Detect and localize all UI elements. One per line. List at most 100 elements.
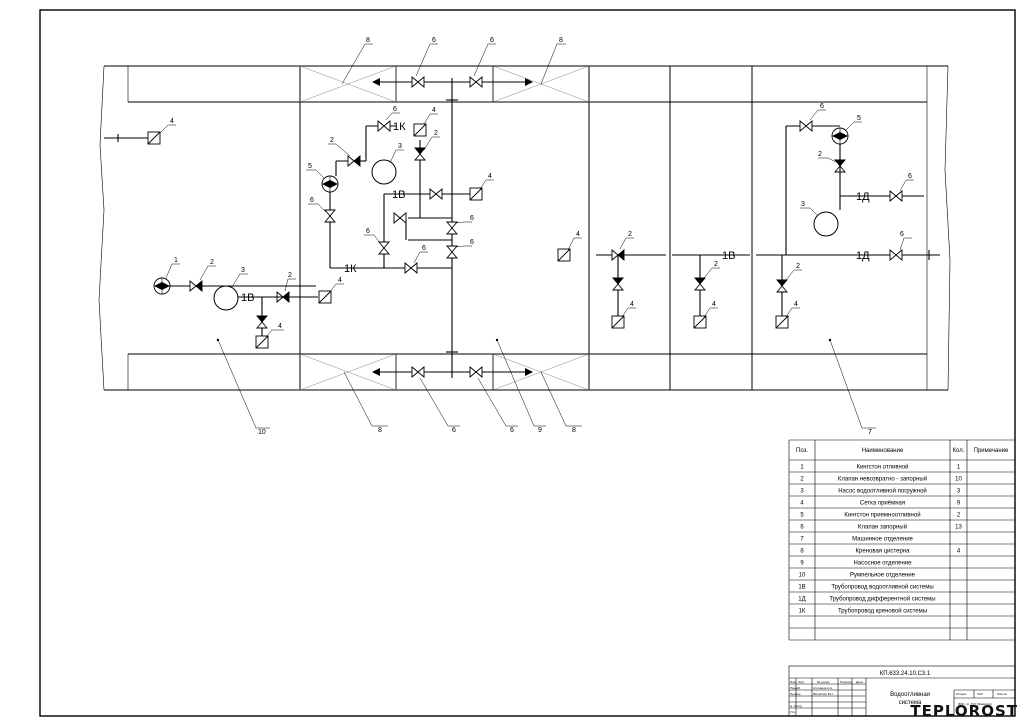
spec-cell: 6 (800, 525, 804, 531)
spec-cell: Клапан запорный (858, 524, 907, 531)
spec-cell: 1 (957, 465, 961, 471)
spec-cell: Сетка приёмная (860, 501, 905, 507)
callout-number: 6 (366, 228, 370, 235)
title-role: Провер. (790, 692, 801, 696)
spec-cell: 10 (955, 477, 962, 483)
callout-number: 8 (559, 37, 563, 44)
middle-room-piping (557, 248, 750, 329)
heel-tanks (299, 65, 590, 391)
callout-number: 6 (452, 427, 456, 434)
spec-cell: Креновая цистерна (856, 549, 911, 555)
spec-cell: 8 (800, 549, 804, 555)
spec-header-cell: Поз. (796, 448, 808, 454)
spec-cell: Кингстон приемноотливной (844, 512, 920, 519)
callout-number: 5 (308, 163, 312, 170)
callout-number: 3 (241, 267, 245, 274)
spec-cell: 13 (955, 525, 962, 531)
callout-number: 8 (572, 427, 576, 434)
title-name: Филиппов В.Н. (813, 692, 834, 696)
callout-number: 6 (470, 239, 474, 246)
organization: ФИС, гр. ГСУ (Фамилия) (958, 702, 992, 706)
stern-room-piping (104, 131, 332, 349)
callout-number: 2 (210, 259, 214, 266)
pipe-label: 1В (392, 189, 405, 201)
spec-cell: Трубопровод креновой системы (838, 608, 927, 615)
callout-number: 6 (422, 245, 426, 252)
spec-cell: 9 (800, 561, 804, 567)
callout-number: 6 (900, 231, 904, 238)
callout-number: 2 (628, 231, 632, 238)
pipe-label: 1Д (856, 250, 870, 262)
sheet-label: Лист (977, 692, 984, 696)
doc-code: КП.633.24.10.С3.1 (880, 671, 931, 677)
spec-cell: 10 (799, 573, 806, 579)
callout-number: 1 (174, 257, 178, 264)
title-header-cell: Изм (790, 680, 796, 684)
callout-number: 9 (538, 427, 542, 434)
spec-cell: Машинное отделение (852, 537, 913, 543)
spec-cell: Трубопровод дифферентной системы (829, 596, 935, 603)
spec-cell: 2 (957, 513, 961, 519)
title-role: Разраб. (790, 686, 801, 690)
stage-label: Литера (956, 692, 966, 696)
callout-number: 4 (576, 231, 580, 238)
callout-number: 4 (170, 118, 174, 125)
spec-cell: 4 (957, 549, 961, 555)
callout-number: 4 (338, 277, 342, 284)
callout-number: 6 (490, 37, 494, 44)
callout-number: 2 (818, 151, 822, 158)
callout-number: 6 (432, 37, 436, 44)
spec-cell: 2 (800, 477, 804, 483)
spec-cell: Румпельное отделение (850, 573, 916, 579)
callout-number: 8 (366, 37, 370, 44)
pipe-label: 1В (241, 292, 254, 304)
callout-number: 4 (488, 173, 492, 180)
pipe-label: 1К (393, 121, 406, 133)
callout-number: 6 (393, 106, 397, 113)
title-header-cell: № докум. (817, 680, 830, 684)
callout-number: 8 (378, 427, 382, 434)
machine-room-piping (756, 120, 940, 329)
title-header-cell: Дата (856, 680, 863, 684)
callout-number: 3 (398, 143, 402, 150)
callout-number: 2 (330, 137, 334, 144)
spec-cell: 9 (957, 501, 961, 507)
spec-cell: Насосное отделение (854, 561, 913, 567)
spec-cell: 5 (800, 513, 804, 519)
callout-number: 6 (510, 427, 514, 434)
pipe-label: 1В (722, 250, 735, 262)
spec-cell: 1В (798, 585, 805, 591)
spec-cell: 3 (957, 489, 961, 495)
spec-header-cell: Кол. (953, 448, 965, 454)
pipe-label: 1Д (856, 191, 870, 203)
sheet-frame (39, 9, 1016, 717)
callout-number: 2 (714, 261, 718, 268)
title-header-cell: Лист (798, 680, 805, 684)
pipe-labels: 1В 1К 1В 1К 1В 1Д 1Д (241, 121, 870, 304)
callout-number: 4 (794, 301, 798, 308)
spec-cell: Кингстон отливной (856, 464, 908, 471)
callout-number: 7 (868, 429, 872, 436)
title-header-cell: Подпись (840, 680, 852, 684)
callout-number: 10 (258, 429, 266, 436)
callout-number: 6 (470, 215, 474, 222)
drawing-title-line: система (899, 700, 922, 706)
callout-number: 4 (712, 301, 716, 308)
callout-number: 4 (432, 107, 436, 114)
title-role: Утв. (790, 710, 796, 714)
callout-number: 2 (796, 263, 800, 270)
callout-number: 6 (310, 197, 314, 204)
spec-cell: 7 (800, 537, 804, 543)
callout-number: 5 (857, 115, 861, 122)
drawing-title-line: Водоотливная (890, 692, 930, 698)
title-block: КП.633.24.10.С3.1 Изм Лист № докум. Подп… (788, 665, 1016, 717)
spec-cell: 1К (799, 609, 806, 615)
callout-number: 6 (820, 103, 824, 110)
spec-cell: 1Д (798, 597, 805, 603)
callout-number: 4 (630, 301, 634, 308)
watermark: TEPLOROST (910, 702, 1018, 720)
spec-cell: Трубопровод водоотливной системы (831, 584, 933, 591)
title-name: Степанов А.А. (813, 686, 833, 690)
